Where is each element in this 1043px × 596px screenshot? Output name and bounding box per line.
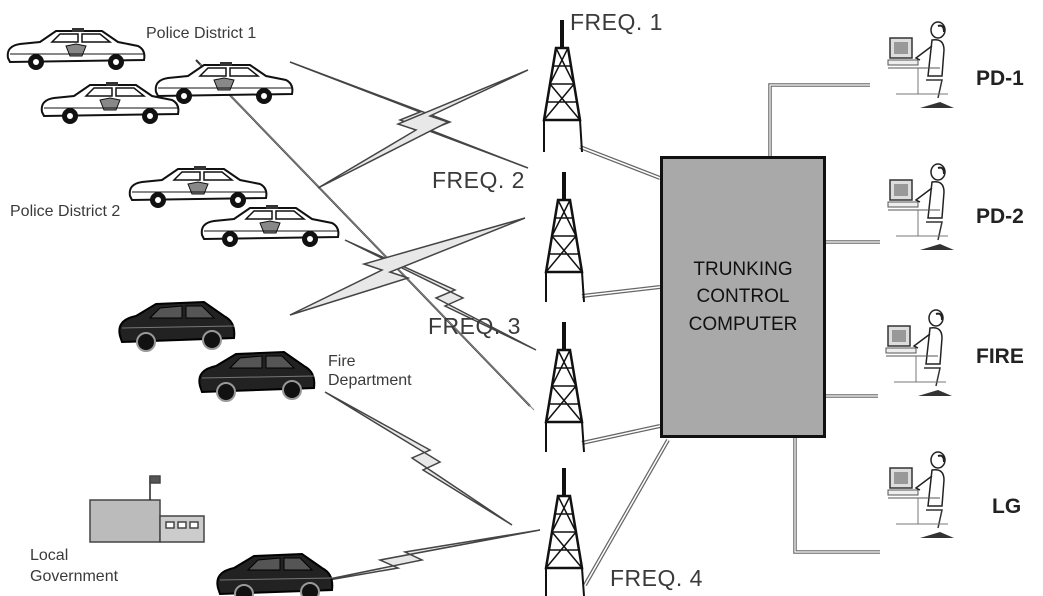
label-pd1: PD-1 [976, 67, 1024, 90]
label-freq-1: FREQ. 1 [570, 9, 663, 35]
label-lg: LG [992, 495, 1022, 518]
dispatch-operators [885, 21, 955, 539]
label-fire-department-2: Department [328, 372, 412, 389]
label-freq-4: FREQ. 4 [610, 565, 703, 591]
label-pd2: PD-2 [976, 205, 1024, 228]
label-police-district-1: Police District 1 [146, 25, 257, 42]
trunking-control-computer: TRUNKING CONTROL COMPUTER [660, 156, 826, 438]
fire-department-cars [118, 301, 316, 402]
operator-pd2 [887, 163, 955, 251]
police-car-1 [6, 27, 146, 71]
tower-2 [544, 170, 584, 274]
label-police-district-2: Police District 2 [10, 203, 121, 220]
tower-3 [544, 320, 584, 424]
label-local-government-1: Local [30, 547, 69, 564]
controller-line-1: TRUNKING [693, 258, 793, 280]
towers [542, 18, 584, 570]
tower-links [579, 145, 670, 586]
operator-pd1 [887, 21, 955, 109]
label-fire-department-1: Fire [328, 353, 356, 370]
label-fire: FIRE [976, 345, 1024, 368]
label-freq-2: FREQ. 2 [432, 167, 525, 193]
label-local-government-2: Government [30, 568, 119, 585]
controller-line-3: COMPUTER [688, 313, 798, 335]
police-district-2-cars [128, 165, 340, 248]
fire-car-2 [198, 351, 316, 402]
operator-lg [887, 451, 955, 539]
operator-fire [885, 309, 953, 397]
tower-4 [544, 466, 584, 570]
tower-links-inner [579, 146, 669, 586]
fire-car-1 [118, 301, 236, 352]
police-car-3 [154, 61, 294, 105]
tower-1 [542, 18, 582, 122]
police-car-4 [128, 165, 268, 209]
label-freq-3: FREQ. 3 [428, 313, 521, 339]
local-government-building [89, 475, 205, 543]
local-government-car [216, 553, 334, 596]
controller-line-2: CONTROL [696, 286, 790, 308]
police-car-5 [200, 204, 340, 248]
